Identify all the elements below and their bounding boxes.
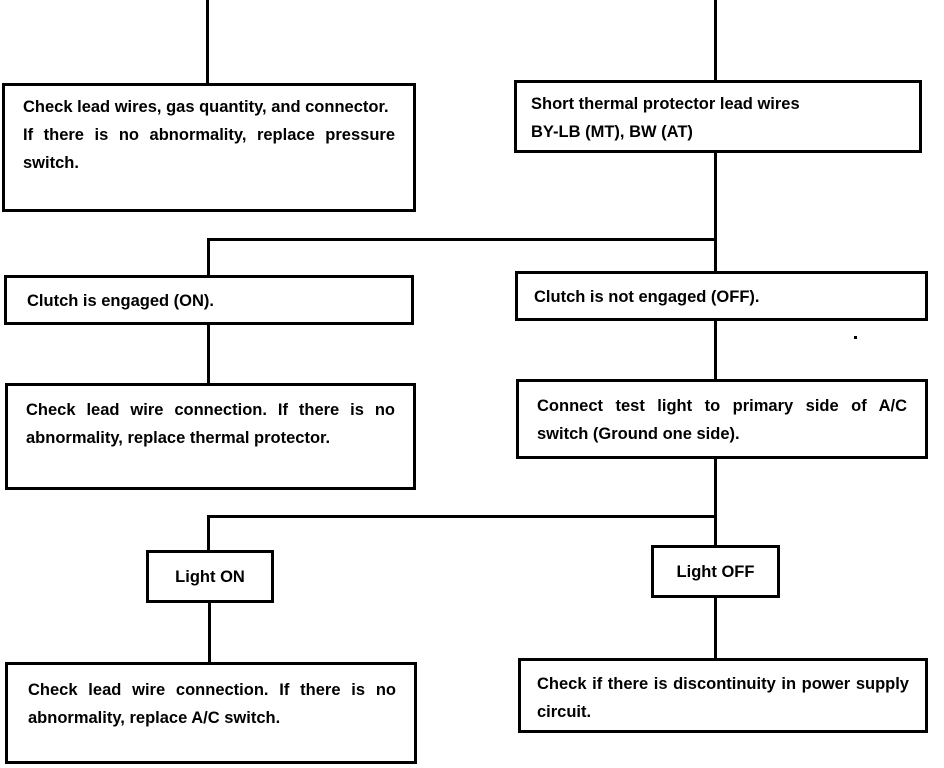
box-light-off: Light OFF xyxy=(651,545,780,598)
box-test-light: Connect test light to primary side of A/… xyxy=(516,379,928,459)
box-short-protector: Short thermal protector lead wires BY-LB… xyxy=(514,80,922,153)
replace-ac-text: Check lead wire connection. If there is … xyxy=(28,681,396,727)
connector-top-right xyxy=(714,0,717,84)
check-power-text: Check if there is discontinuity in power… xyxy=(537,675,909,721)
box-clutch-off: Clutch is not engaged (OFF). xyxy=(515,271,928,321)
connector-short-down xyxy=(714,151,717,273)
connector-clutch-off-down xyxy=(714,318,717,381)
box-light-on: Light ON xyxy=(146,550,274,603)
connector-to-clutch-on xyxy=(207,238,210,276)
light-off-text: Light OFF xyxy=(676,562,755,581)
connector-test-light-down xyxy=(714,457,717,546)
connector-light-off-down xyxy=(714,595,717,660)
connector-top-left xyxy=(206,0,209,86)
clutch-off-text: Clutch is not engaged (OFF). xyxy=(534,288,760,306)
connector-branch-2 xyxy=(207,515,717,518)
check-gas-line1: Check lead wires, gas quantity, and conn… xyxy=(23,98,389,116)
box-check-power: Check if there is discontinuity in power… xyxy=(518,658,928,733)
short-protector-line1: Short thermal protector lead wires xyxy=(531,95,800,113)
connector-branch-1 xyxy=(207,238,717,241)
check-gas-line2: If there is no abnormality, replace pres… xyxy=(23,126,395,172)
replace-thermal-text: Check lead wire connection. If there is … xyxy=(26,401,395,447)
stray-dot xyxy=(854,336,857,339)
light-on-text: Light ON xyxy=(175,567,245,586)
connector-to-light-on xyxy=(207,515,210,552)
box-clutch-on: Clutch is engaged (ON). xyxy=(4,275,414,325)
connector-clutch-on-down xyxy=(207,322,210,385)
clutch-on-text: Clutch is engaged (ON). xyxy=(27,292,215,310)
box-replace-thermal: Check lead wire connection. If there is … xyxy=(5,383,416,490)
test-light-text: Connect test light to primary side of A/… xyxy=(537,397,907,443)
box-replace-ac: Check lead wire connection. If there is … xyxy=(5,662,417,764)
short-protector-line2: BY-LB (MT), BW (AT) xyxy=(531,123,693,141)
connector-light-on-down xyxy=(208,601,211,664)
box-check-gas: Check lead wires, gas quantity, and conn… xyxy=(2,83,416,212)
